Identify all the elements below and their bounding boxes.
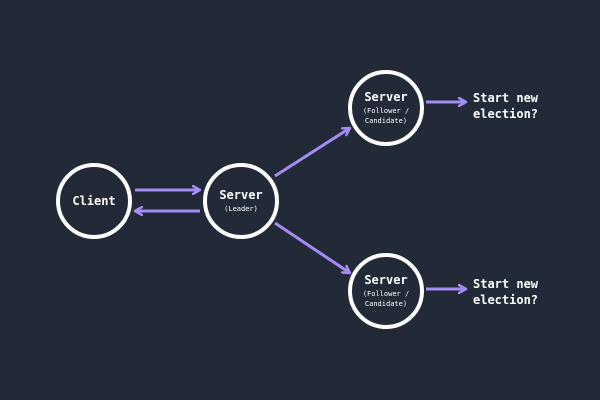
leader-server-role: (Leader) xyxy=(224,205,258,213)
follower-server-node-bottom: Server (Follower / Candidate) xyxy=(348,253,424,329)
follower-bottom-role: (Follower / Candidate) xyxy=(362,290,410,308)
follower-bottom-title: Server xyxy=(364,273,408,287)
leader-server-title: Server xyxy=(219,188,263,202)
leader-server-node: Server (Leader) xyxy=(203,163,279,239)
client-node-title: Client xyxy=(72,193,116,208)
follower-server-node-top: Server (Follower / Candidate) xyxy=(348,70,424,146)
arrow-leader-to-follower-top xyxy=(274,126,350,178)
follower-top-title: Server xyxy=(364,90,408,104)
start-new-election-label-bottom: Start new election? xyxy=(473,277,539,307)
arrow-leader-to-follower-bottom xyxy=(274,221,350,273)
client-node: Client xyxy=(56,163,132,239)
follower-top-role: (Follower / Candidate) xyxy=(362,107,410,125)
start-new-election-label-top: Start new election? xyxy=(473,91,539,121)
